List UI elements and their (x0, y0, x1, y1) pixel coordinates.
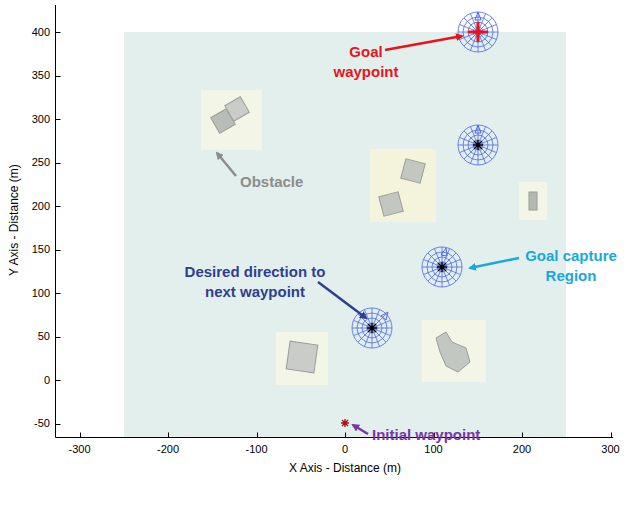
tick-label: 250 (32, 155, 50, 170)
tick-mark (56, 293, 61, 294)
axis-title: Y Axis - Distance (m) (6, 164, 22, 276)
tick-label: 200 (32, 199, 50, 214)
axis-title: X Axis - Distance (m) (289, 460, 401, 476)
tick-label: 50 (38, 329, 50, 344)
tick-label: 400 (32, 25, 50, 40)
obstacle-label: Obstacle (240, 172, 330, 192)
tick-label: 100 (424, 442, 442, 457)
tick-mark (56, 119, 61, 120)
capture-label: Goal capture Region (520, 246, 622, 287)
tick-mark (56, 32, 61, 33)
tick-mark (56, 250, 61, 251)
tick-mark (56, 424, 61, 425)
tick-label: 300 (32, 112, 50, 127)
tick-mark (56, 337, 61, 338)
tick-label: 200 (513, 442, 531, 457)
tick-label: -50 (34, 416, 50, 431)
tick-label: 350 (32, 68, 50, 83)
tick-mark (56, 206, 61, 207)
tick-label: 300 (601, 442, 619, 457)
direction-label: Desired direction to next waypoint (172, 262, 338, 303)
tick-label: -100 (245, 442, 267, 457)
tick-mark (168, 433, 169, 438)
tick-label: 150 (32, 242, 50, 257)
tick-mark (56, 76, 61, 77)
goal-label: Goal waypoint (320, 42, 412, 83)
tick-mark (257, 433, 258, 438)
tick-label: -200 (157, 442, 179, 457)
tick-mark (80, 433, 81, 438)
tick-mark (611, 433, 612, 438)
tick-mark (522, 433, 523, 438)
tick-label: 0 (44, 373, 50, 388)
tick-mark (345, 433, 346, 438)
tick-label: 0 (342, 442, 348, 457)
tick-mark (56, 163, 61, 164)
initial-label: Initial waypoint (372, 425, 522, 445)
tick-mark (56, 380, 61, 381)
tick-label: 100 (32, 286, 50, 301)
tick-label: -300 (68, 442, 90, 457)
